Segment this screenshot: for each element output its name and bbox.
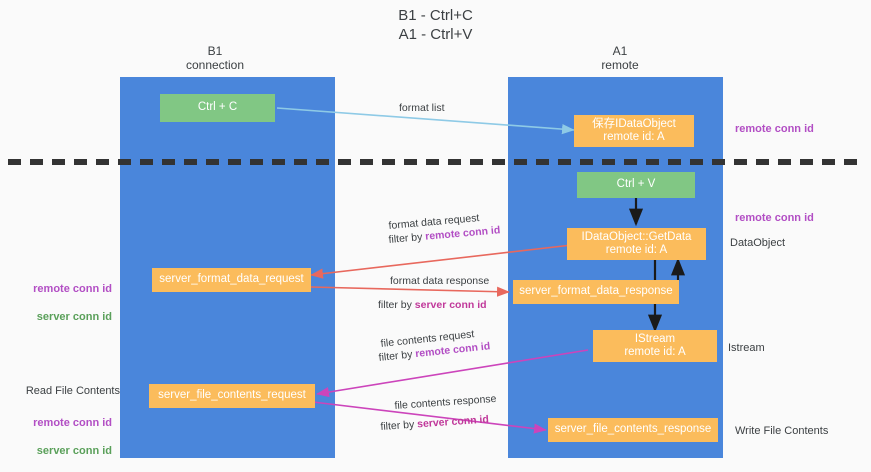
edge-label-file-contents-response: file contents response xyxy=(394,392,497,412)
key-server-conn-id: server conn id xyxy=(36,445,112,457)
node-server-file-contents-response[interactable]: server_file_contents_response xyxy=(548,418,718,442)
edge-label-format-list: format list xyxy=(399,102,445,114)
node-idataobject-save[interactable]: 保存IDataObject remote id: A xyxy=(574,115,694,147)
node-ctrl-v[interactable]: Ctrl + V xyxy=(577,172,695,198)
key-left-bottom: remote conn id server conn id xyxy=(0,402,112,472)
filter-key-server-conn-id: server conn id xyxy=(414,299,487,311)
node-server-file-contents-request[interactable]: server_file_contents_request xyxy=(149,384,315,408)
filter-prefix: filter by xyxy=(378,299,415,311)
node-server-format-data-request[interactable]: server_format_data_request xyxy=(152,268,311,292)
lane-header-a1: A1 remote xyxy=(601,44,639,72)
key-remote-conn-id: remote conn id xyxy=(33,283,112,295)
filter-prefix: filter by xyxy=(388,230,426,246)
edge-format-data-response xyxy=(310,286,510,297)
side-label-remote-conn-id-top: remote conn id xyxy=(735,123,814,135)
edge-filter-format-data-response: filter by server conn id xyxy=(378,298,487,312)
side-label-remote-conn-id-mid: remote conn id xyxy=(735,212,814,224)
node-getdata[interactable]: IDataObject::GetData remote id: A xyxy=(567,228,706,260)
side-label-read-file-contents: Read File Contents xyxy=(25,385,120,397)
edge-file-contents-request xyxy=(316,349,589,398)
filter-key-server-conn-id: server conn id xyxy=(416,413,490,431)
edge-format-data-request xyxy=(310,244,573,279)
page-title: B1 - Ctrl+C A1 - Ctrl+V xyxy=(398,7,473,43)
filter-prefix: filter by xyxy=(378,348,416,364)
edge-filter-file-contents-response: filter by server conn id xyxy=(380,412,489,434)
side-label-write-file-contents: Write File Contents xyxy=(735,425,829,437)
side-label-dataobject: DataObject xyxy=(730,237,786,249)
filter-prefix: filter by xyxy=(380,418,418,433)
side-label-istream: Istream xyxy=(728,342,765,354)
node-ctrl-c[interactable]: Ctrl + C xyxy=(160,94,275,122)
edge-file-contents-response xyxy=(312,401,547,434)
edge-label-format-data-response: format data response xyxy=(390,275,490,287)
key-remote-conn-id: remote conn id xyxy=(33,417,112,429)
edge-format-list xyxy=(276,107,575,135)
node-server-format-data-response[interactable]: server_format_data_response xyxy=(513,280,679,304)
lane-header-b1: B1 connection xyxy=(185,44,245,72)
key-server-conn-id: server conn id xyxy=(36,311,112,323)
key-left-mid: remote conn id server conn id xyxy=(0,268,112,338)
node-istream[interactable]: IStream remote id: A xyxy=(593,330,717,362)
